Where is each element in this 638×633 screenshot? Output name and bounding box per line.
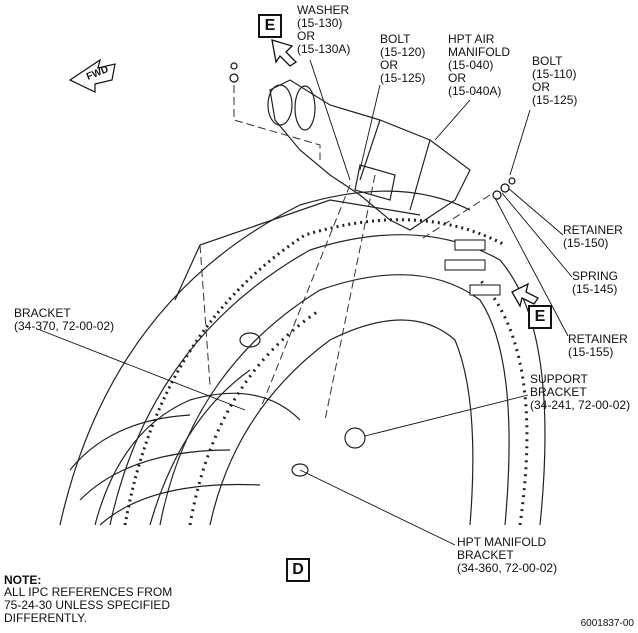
assembly-line-bolt: [259, 184, 351, 411]
hardware-part-1: [454, 239, 486, 251]
support-bracket-ring: [344, 427, 366, 449]
view-label-e-side: E: [528, 305, 552, 329]
ring-bolts-1: [123, 218, 506, 526]
manifold-segment-2: [409, 139, 431, 211]
leader-retainer-lower: [494, 197, 569, 337]
callout-bolt-right: BOLT (15-110) OR (15-125): [532, 54, 578, 107]
view-arrow-icon: [511, 282, 539, 308]
bracket-hole: [239, 332, 261, 348]
callout-spring: SPRING (15-145): [572, 269, 619, 296]
leader-hpt-air-manifold: [434, 99, 471, 141]
manifold-segment-1: [359, 119, 381, 181]
spring-part: [500, 183, 510, 193]
callout-support-bracket: SUPPORT BRACKET (34-241, 72-00-02): [530, 372, 631, 412]
leader-washer: [309, 59, 351, 181]
callout-hpt-air-manifold: HPT AIR MANIFOLD (15-040) OR (15-040A): [448, 32, 511, 98]
engine-ring-3: [159, 274, 510, 526]
retainer-part: [492, 190, 502, 200]
manifold-bracket: [354, 164, 396, 201]
engine-ring-4: [209, 319, 474, 526]
callout-washer: WASHER (15-130) OR (15-130A): [297, 3, 351, 56]
assembly-line-retainer: [419, 194, 491, 241]
note-title: NOTE:: [4, 573, 42, 587]
engine-outer-ring: [59, 190, 471, 526]
manifold-end: [267, 84, 293, 126]
assembly-line-washer: [233, 85, 321, 160]
callout-bolt-left: BOLT (15-120) OR (15-125): [380, 32, 426, 85]
manifold-collar: [294, 85, 316, 131]
callout-retainer-lower: RETAINER (15-155): [568, 332, 628, 359]
bolt-part: [508, 177, 516, 185]
assembly-line-bolt-2: [324, 174, 376, 421]
view-label-e-top: E: [258, 14, 282, 38]
leader-spring: [501, 192, 573, 278]
figure-id: 6001837-00: [580, 618, 634, 629]
engine-core-3: [99, 483, 261, 526]
view-arrow-icon: [271, 39, 298, 67]
leader-hpt-manifold-bracket: [299, 469, 456, 546]
engine-ring-2: [109, 234, 546, 526]
manifold-pipe: [269, 79, 471, 231]
ring-bolts-2: [478, 278, 529, 526]
callout-hpt-manifold-bracket: HPT MANIFOLD BRACKET (34-360, 72-00-02): [457, 535, 558, 575]
leader-retainer-upper: [507, 187, 564, 236]
hpt-manifold-bracket-part: [291, 463, 309, 477]
ring-bolts-3: [188, 308, 321, 526]
note-body: ALL IPC REFERENCES FROM 75-24-30 UNLESS …: [4, 585, 173, 625]
engine-inner-ring: [94, 392, 301, 526]
washer-part-2: [230, 62, 238, 70]
leader-bolt-left: [359, 84, 381, 171]
leader-bracket: [39, 329, 246, 411]
callout-bracket: BRACKET (34-370, 72-00-02): [14, 306, 115, 333]
engine-core-1: [69, 414, 191, 471]
engine-core-2: [79, 449, 231, 501]
callout-retainer-upper: RETAINER (15-150): [563, 223, 623, 250]
washer-part: [229, 73, 239, 83]
fwd-arrow-icon: FWD: [68, 58, 116, 93]
hardware-part-2: [444, 259, 486, 271]
assembly-line-bracket: [199, 244, 211, 386]
engine-ring-5: [149, 369, 251, 526]
view-label-d: D: [286, 558, 310, 582]
leader-support-bracket: [364, 394, 529, 437]
hardware-part-3: [469, 284, 501, 296]
leader-bolt-right: [509, 109, 531, 176]
